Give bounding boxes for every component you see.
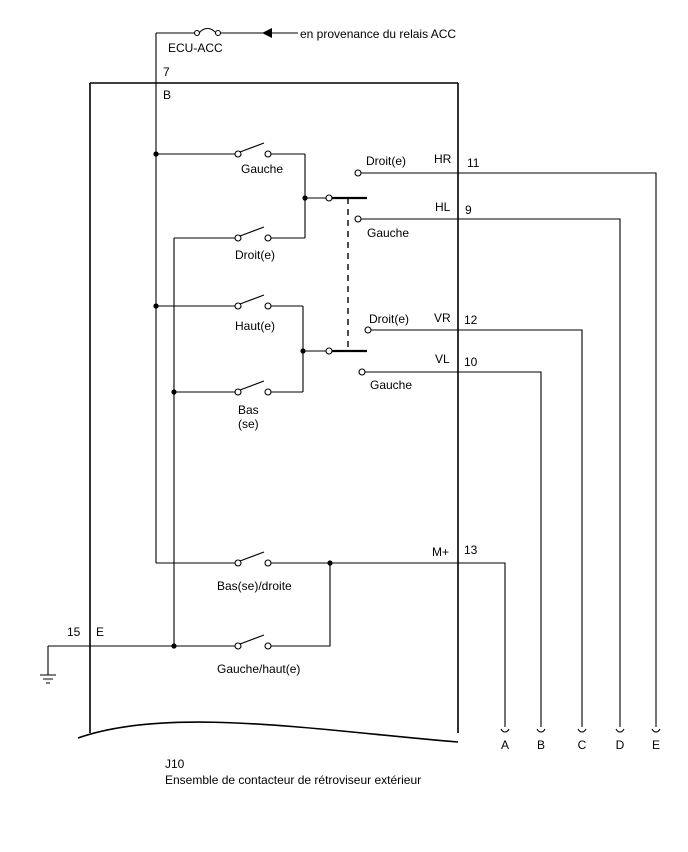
pin-hr-label: HR [434,152,452,166]
pin-15-label: 15 [67,625,81,639]
fuse-symbol [198,27,217,34]
pin-vr-label: VR [434,311,451,325]
selector-lower-gauche-label: Gauche [370,378,412,392]
pin-vl-label: VL [435,352,450,366]
switch-group-horizontal [156,142,326,242]
pin-13-label: 13 [464,543,478,557]
switch-label-gauche: Gauche [241,162,283,176]
pin-11-label: 11 [467,156,480,170]
component-name: Ensemble de contacteur de rétroviseur ex… [165,773,421,787]
switch-label-bas: Bas [238,403,259,417]
pin-mplus-label: M+ [432,545,449,559]
source-note: en provenance du relais ACC [300,27,456,41]
switch-group-vertical [156,294,326,396]
output-d-label: D [616,738,625,752]
selector-upper-gauche-label: Gauche [367,226,409,240]
pin-e-label: E [96,625,104,639]
acc-power-input [155,27,298,563]
fuse-label: ECU-ACC [168,41,223,55]
pin-10-label: 10 [464,355,478,369]
output-e-label: E [652,738,660,752]
component-housing [77,82,459,743]
switch-label-haut: Haut(e) [235,319,275,333]
pin-9-label: 9 [465,203,472,217]
pin-b-label: B [163,88,171,102]
output-connector-tips [500,728,661,733]
selector-lower-droit-label: Droit(e) [369,312,409,326]
output-a-label: A [501,738,509,752]
output-c-label: C [578,738,587,752]
output-b-label: B [537,738,545,752]
junction-dots [153,151,333,649]
switch-label-bas-suffix: (se) [238,417,259,431]
ground-icon [40,674,56,684]
switch-label-bas-droite: Bas(se)/droite [217,579,292,593]
component-code: J10 [165,757,185,771]
selector-upper-droit-label: Droit(e) [366,154,406,168]
arrow-left-icon [262,28,272,38]
selector-switch-lower [325,326,583,727]
switch-label-droit: Droit(e) [235,248,275,262]
selector-switch-upper [325,169,657,727]
pin-hl-label: HL [435,200,451,214]
pin-12-label: 12 [464,313,478,327]
motor-common-switches [156,551,506,727]
pin-7-label: 7 [163,65,170,79]
switch-label-gauche-haut: Gauche/haut(e) [217,662,300,676]
